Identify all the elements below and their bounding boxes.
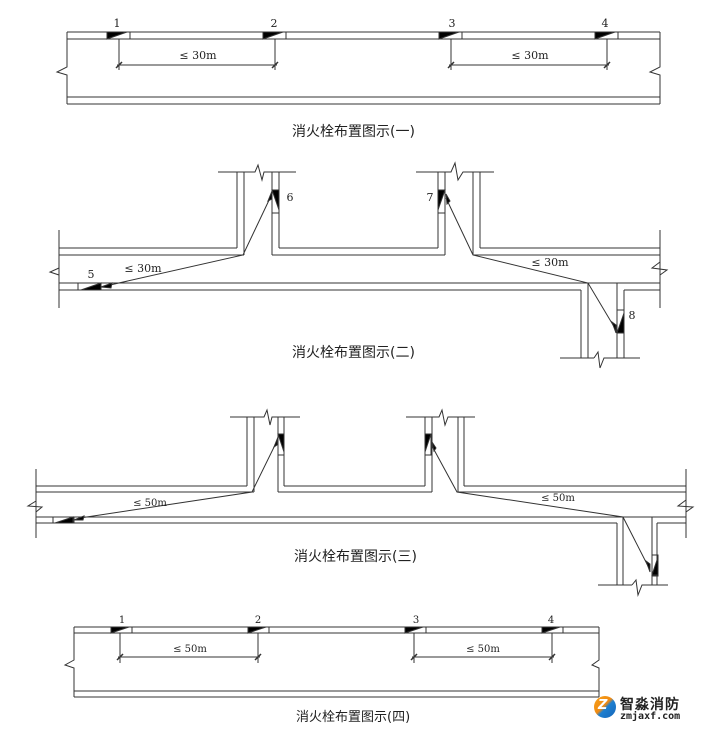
path-7-8 [445, 193, 617, 334]
diagram-2 [48, 161, 669, 369]
diagram-4 [63, 626, 600, 698]
hydrant-4 [541, 626, 564, 634]
spacing-label: ≤ 50m [173, 644, 207, 655]
hydrant-4 [594, 31, 619, 40]
spacing-label: ≤ 30m [179, 49, 217, 62]
logo-badge-icon: Z [594, 696, 616, 718]
hydrant-label-2: 2 [271, 17, 278, 30]
diagram-3 [26, 408, 695, 597]
hydrant-3 [438, 31, 463, 40]
spacing-label: ≤ 30m [511, 49, 549, 62]
hydrant-left [52, 516, 75, 524]
spacing-label: ≤ 30m [124, 262, 162, 275]
hydrant-branch-2 [424, 433, 432, 456]
hydrant-label-5: 5 [88, 268, 95, 281]
spacing-label: ≤ 50m [466, 644, 500, 655]
hydrant-label-7: 7 [427, 191, 434, 204]
hydrant-8 [616, 309, 625, 334]
hydrant-6 [271, 189, 280, 214]
path-right [431, 441, 651, 573]
hydrant-label-3: 3 [449, 17, 456, 30]
spacing-label: ≤ 30m [531, 256, 569, 269]
spacing-label: ≤ 50m [133, 498, 167, 509]
watermark-logo: Z 智淼消防 zmjaxf.com [594, 694, 714, 728]
hydrant-7 [437, 189, 446, 214]
hydrant-label-4: 4 [602, 17, 609, 30]
diagram-1-caption: 消火栓布置图示(一) [292, 124, 415, 140]
hydrant-2 [247, 626, 270, 634]
dimension-1-2 [115, 39, 279, 70]
diagram-4-caption: 消火栓布置图示(四) [296, 710, 411, 725]
hydrant-label-3: 3 [413, 615, 419, 626]
hydrant-1 [106, 31, 131, 40]
dimension-1-2 [116, 633, 262, 663]
hydrant-label-8: 8 [629, 309, 636, 322]
spacing-label: ≤ 50m [541, 493, 575, 504]
hydrant-3 [404, 626, 427, 634]
hydrant-1 [110, 626, 133, 634]
dimension-3-4 [447, 39, 611, 70]
hydrant-label-6: 6 [287, 191, 294, 204]
hydrant-label-1: 1 [114, 17, 121, 30]
diagram-1 [55, 31, 661, 105]
dimension-3-4 [410, 633, 556, 663]
hydrant-label-2: 2 [255, 615, 261, 626]
logo-url: zmjaxf.com [620, 711, 681, 722]
hydrant-label-1: 1 [119, 615, 125, 626]
hydrant-label-4: 4 [548, 615, 554, 626]
hydrant-branch-1 [277, 433, 285, 456]
path-5-6 [100, 190, 273, 289]
logo-name: 智淼消防 [620, 697, 680, 713]
hydrant-lower-right [651, 554, 659, 577]
path-left [73, 436, 279, 521]
hydrant-2 [262, 31, 287, 40]
diagram-3-caption: 消火栓布置图示(三) [294, 549, 417, 565]
hydrant-5 [77, 282, 102, 291]
diagram-2-caption: 消火栓布置图示(二) [292, 345, 415, 361]
